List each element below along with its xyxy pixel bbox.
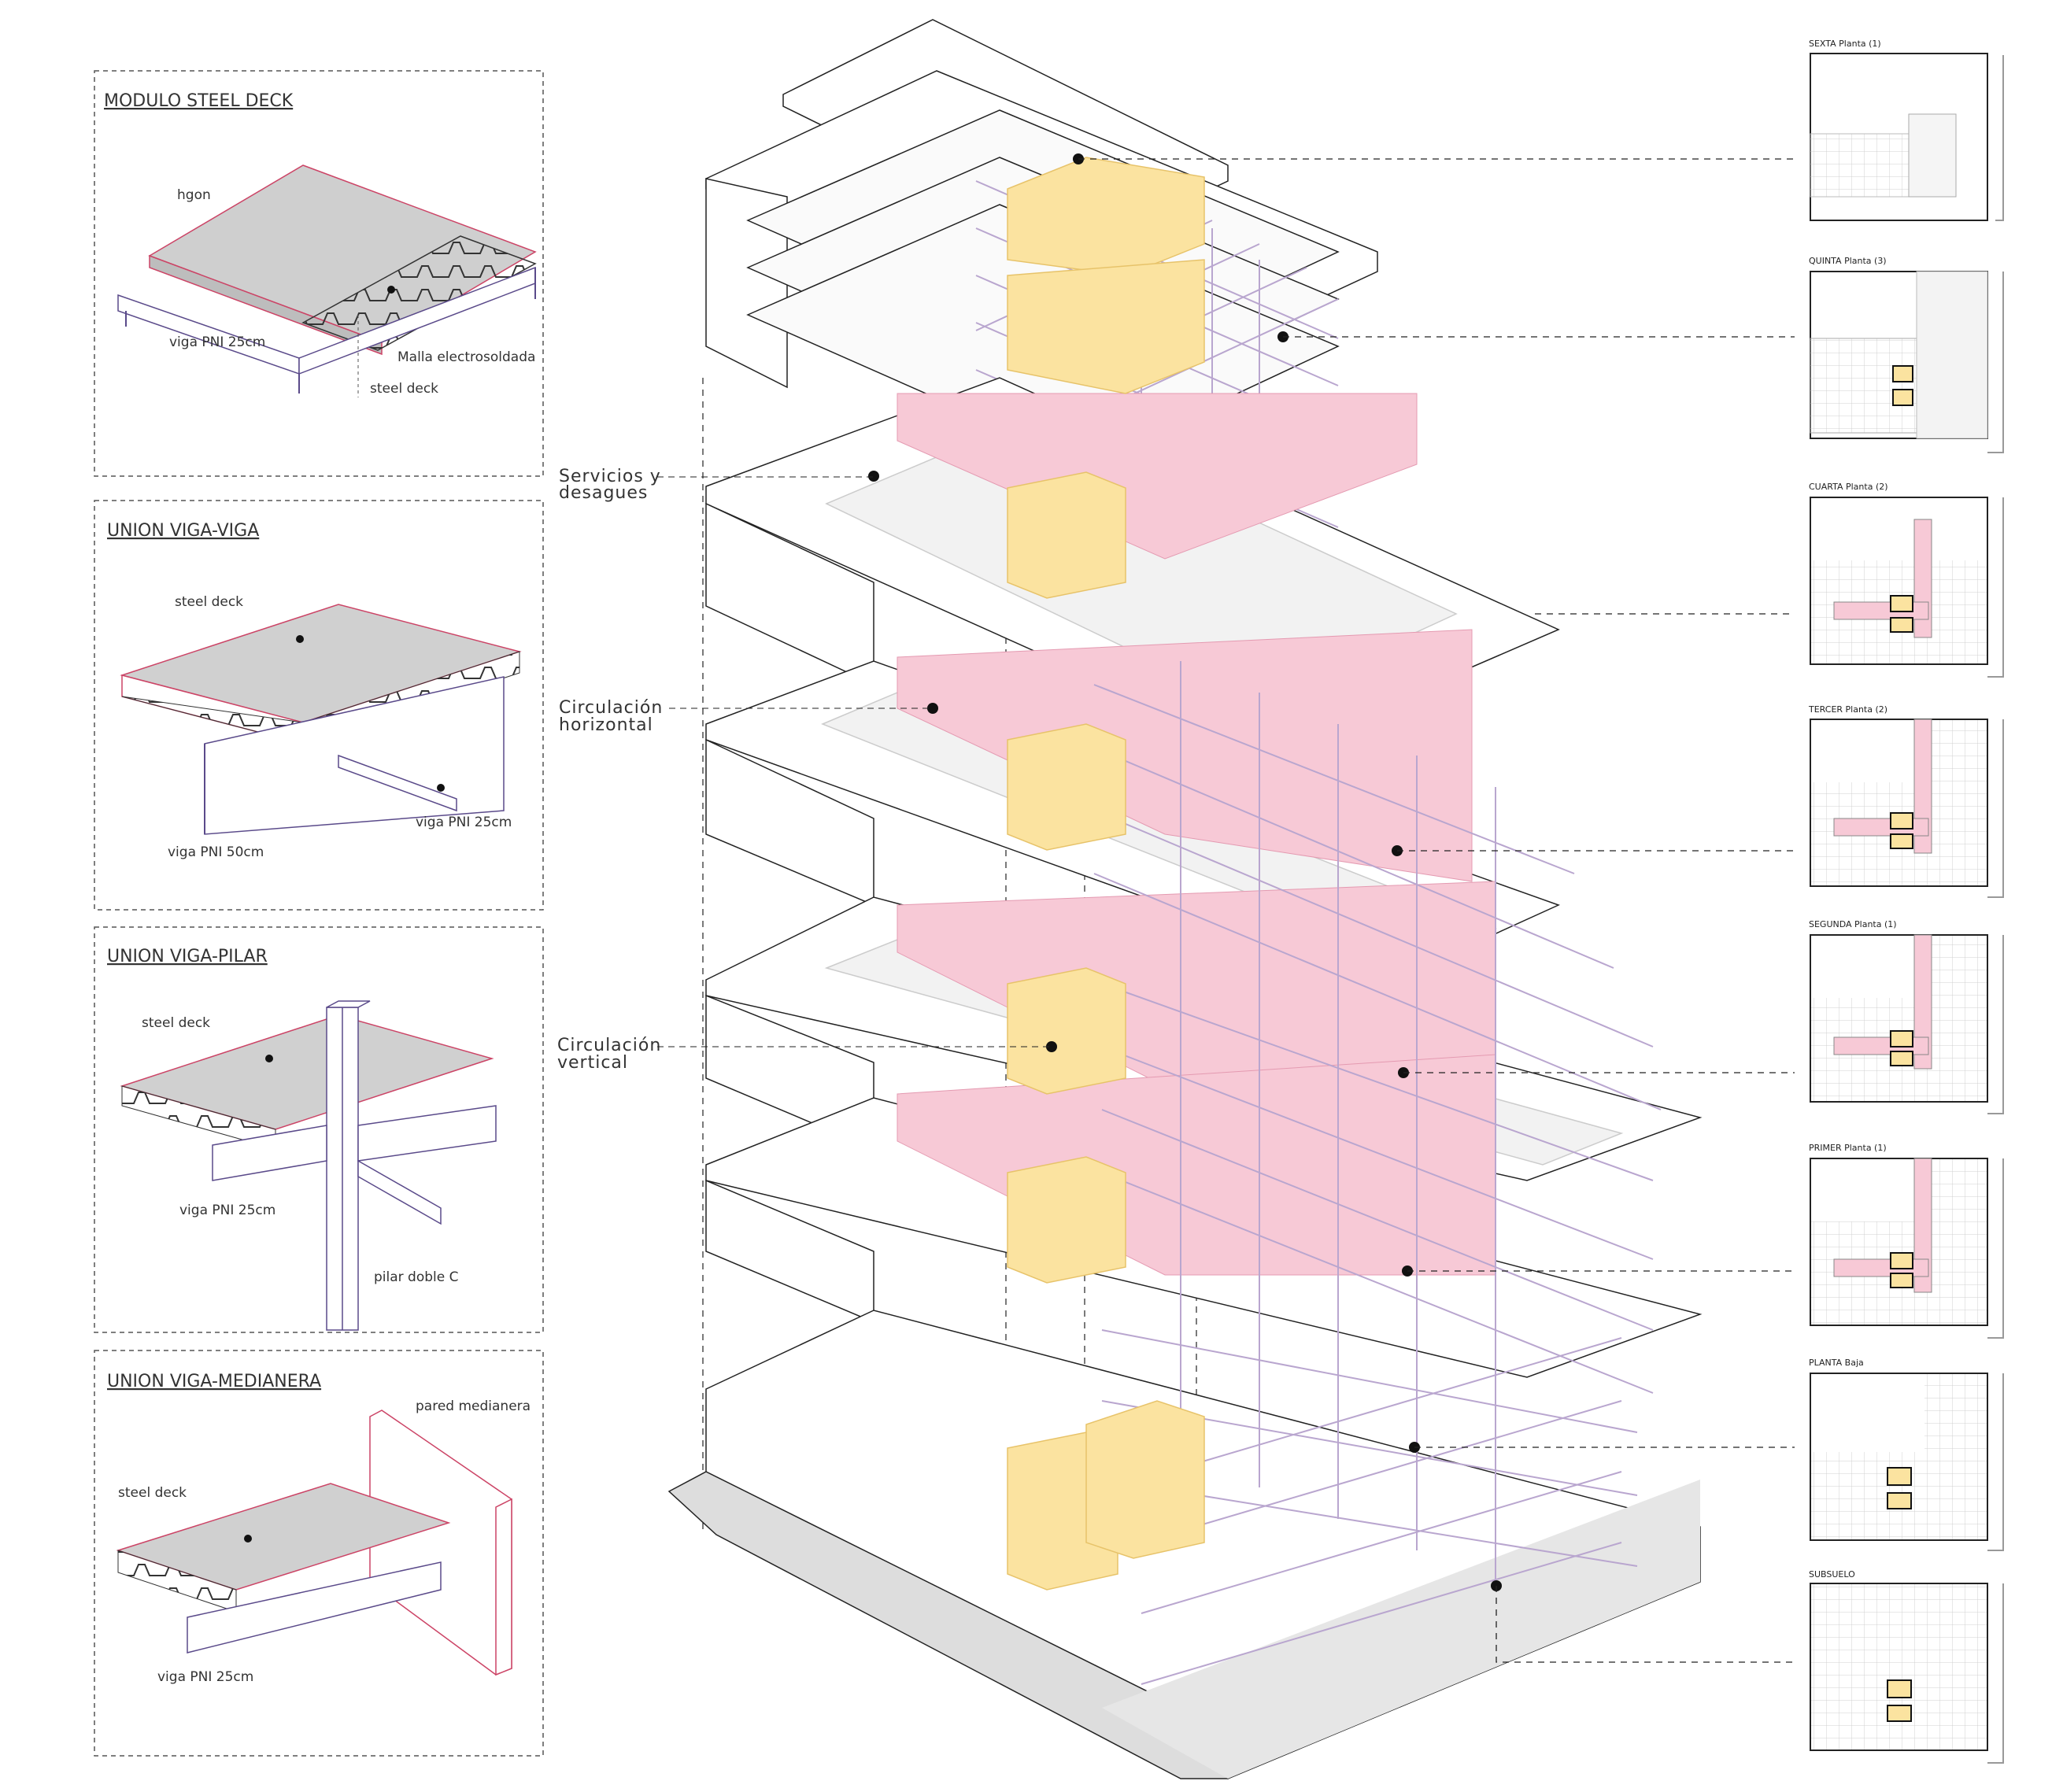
callout-servicios-line2: desagues xyxy=(559,483,648,503)
callout-vertical-line2: vertical xyxy=(557,1053,628,1073)
plan-title: SUBSUELO xyxy=(1809,1569,1855,1580)
plan-segunda: SEGUNDA Planta (1) xyxy=(1809,919,2004,1114)
panel-title: UNION VIGA-VIGA xyxy=(107,521,259,541)
label-steel-deck: steel deck xyxy=(370,381,438,397)
label-malla: Malla electrosoldada xyxy=(397,349,535,365)
plan-title: SEXTA Planta (1) xyxy=(1809,39,1881,49)
vertical-circulation-blocks xyxy=(1007,157,1205,1591)
plan-title: PRIMER Planta (1) xyxy=(1809,1143,1887,1153)
plan-leader-lines xyxy=(1078,158,1795,1663)
label-viga: viga PNI 25cm xyxy=(179,1203,275,1218)
callouts: Servicios y desagues Circulación horizon… xyxy=(557,467,1052,1073)
floor-plans: SEXTA Planta (1) QUINTA Planta (3) CUART… xyxy=(1808,39,2004,1764)
plan-sexta: SEXTA Planta (1) xyxy=(1809,39,2004,221)
callout-vertical-line1: Circulación xyxy=(557,1036,661,1055)
plan-title: SEGUNDA Planta (1) xyxy=(1809,919,1897,929)
detail-panels: MODULO STEEL DECK hgon viga PNI 25cm Mal… xyxy=(94,70,544,1757)
panel-title: UNION VIGA-MEDIANERA xyxy=(107,1372,321,1391)
plan-quinta: QUINTA Planta (3) xyxy=(1809,256,2004,453)
pink-shaft-3 xyxy=(897,629,1473,882)
plan-title: PLANTA Baja xyxy=(1809,1358,1864,1368)
plan-tercer: TERCER Planta (2) xyxy=(1808,704,2004,898)
detail-panel-viga-pilar: UNION VIGA-PILAR steel deck viga PNI 25c… xyxy=(94,926,544,1333)
callout-horizontal-line1: Circulación xyxy=(559,698,663,718)
label-viga-25: viga PNI 25cm xyxy=(416,815,512,830)
label-pilar: pilar doble C xyxy=(374,1269,459,1285)
label-hgon: hgon xyxy=(177,187,211,203)
detail-panel-viga-medianera: UNION VIGA-MEDIANERA pared medianera ste… xyxy=(94,1350,544,1757)
plan-primer: PRIMER Planta (1) xyxy=(1809,1143,2004,1339)
exploded-building xyxy=(667,19,1703,1779)
label-viga: viga PNI 25cm xyxy=(157,1669,253,1685)
label-pared: pared medianera xyxy=(416,1398,531,1414)
callout-horizontal-line2: horizontal xyxy=(559,715,653,735)
pink-shaft-4 xyxy=(897,393,1418,560)
detail-panel-steel-deck: MODULO STEEL DECK hgon viga PNI 25cm Mal… xyxy=(94,70,544,477)
plan-title: QUINTA Planta (3) xyxy=(1809,256,1887,266)
pink-shaft-1 xyxy=(897,1054,1496,1276)
plan-title: CUARTA Planta (2) xyxy=(1809,482,1888,492)
callout-servicios-line1: Servicios y xyxy=(559,467,661,486)
plan-baja: PLANTA Baja xyxy=(1809,1358,2004,1551)
panel-title: MODULO STEEL DECK xyxy=(104,91,294,111)
steel-lattice-lower xyxy=(1093,661,1662,1685)
label-steel-deck: steel deck xyxy=(118,1485,187,1501)
label-viga: viga PNI 25cm xyxy=(169,334,265,350)
label-viga-50: viga PNI 50cm xyxy=(168,844,264,860)
ground-basement xyxy=(667,1310,1701,1779)
plan-title: TERCER Planta (2) xyxy=(1808,704,1887,715)
plan-cuarta: CUARTA Planta (2) xyxy=(1809,482,2004,678)
plan-subsuelo: SUBSUELO xyxy=(1809,1569,2004,1764)
label-steel-deck: steel deck xyxy=(175,594,243,610)
panel-title: UNION VIGA-PILAR xyxy=(107,947,268,966)
detail-panel-viga-viga: UNION VIGA-VIGA steel deck viga PNI 25cm… xyxy=(94,500,544,911)
label-steel-deck: steel deck xyxy=(142,1015,210,1031)
